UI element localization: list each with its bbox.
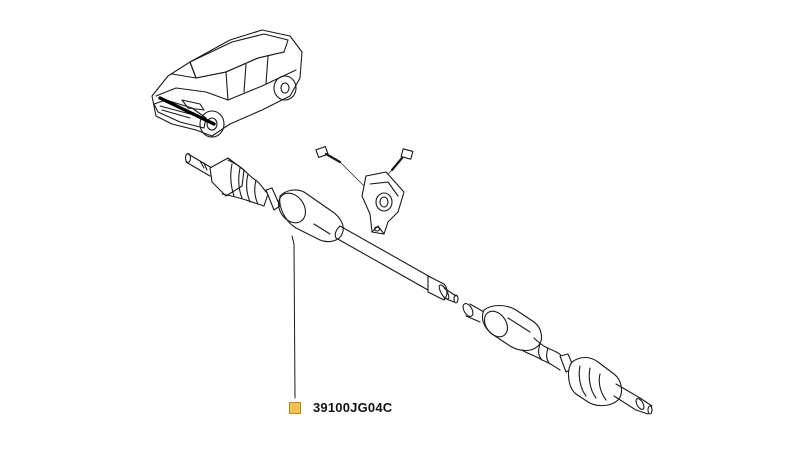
drive-shaft-assembly xyxy=(184,152,653,415)
vehicle-locator-icon xyxy=(151,29,303,138)
callout-leader-line xyxy=(291,235,296,399)
part-number-label: 39100JG04C xyxy=(313,400,393,415)
bearing-bracket-icon xyxy=(315,145,414,235)
callout-marker-square xyxy=(289,401,301,414)
part-callout[interactable]: 39100JG04C xyxy=(289,400,392,415)
